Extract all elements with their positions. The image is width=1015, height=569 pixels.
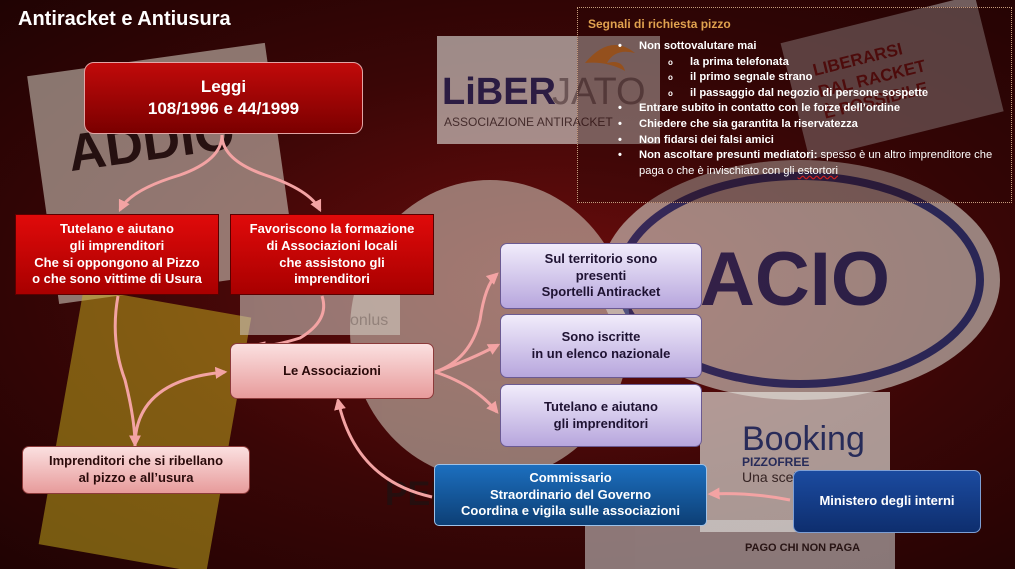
pizzofree-text: PIZZOFREE (742, 455, 809, 469)
scelta-text: Una scelt (742, 469, 800, 485)
yellow-sticker (38, 288, 252, 569)
tip-3: Chiedere che sia garantita la riservatez… (588, 117, 1001, 133)
booking-text: Booking (742, 420, 865, 458)
arrow-leggi-to-favoriscono (220, 134, 322, 213)
tutelano2-box: Tutelano e aiutano gli imprenditori (500, 384, 702, 447)
associazioni-box: Le Associazioni (230, 343, 434, 399)
leggi-box: Leggi 108/1996 e 44/1999 (84, 62, 363, 134)
arrow-leggi-to-tutelano (118, 134, 224, 213)
arrow-tutelano-to-imprenditori (113, 295, 141, 448)
tip-5: Non ascoltare presunti mediatori: spesso… (588, 148, 1001, 179)
slide-title: Antiracket e Antiusura (18, 8, 231, 30)
arrow-associazioni-to-sportelli (434, 272, 499, 374)
imprenditori-ribellano-box: Imprenditori che si ribellano al pizzo e… (22, 446, 250, 494)
tutelano-imprenditori-box: Tutelano e aiutano gli imprenditori Che … (15, 214, 219, 295)
tip-2: Entrare subito in contatto con le forze … (588, 101, 1001, 117)
acio-text: ACIO (700, 237, 890, 322)
ministero-box: Ministero degli interni (793, 470, 981, 533)
tip-1-sub-2: il primo segnale strano (588, 70, 1001, 86)
arrow-imprenditori-to-associazioni (133, 366, 228, 447)
tips-list: Non sottovalutare mai la prima telefonat… (588, 39, 1001, 179)
pago-text: PAGO CHI NON PAGA (745, 542, 860, 554)
tip-1-sub-3: il passaggio dal negozio di persone sosp… (588, 86, 1001, 102)
arrow-commissario-to-associazioni (334, 397, 433, 499)
liberjato-text-a: LiBER (442, 71, 556, 113)
tip-1-sub-1: la prima telefonata (588, 55, 1001, 71)
favoriscono-box: Favoriscono la formazione di Associazion… (230, 214, 434, 295)
sportelli-box: Sul territorio sono presenti Sportelli A… (500, 243, 702, 309)
tip-4: Non fidarsi dei falsi amici (588, 133, 1001, 149)
arrow-ministero-to-commissario (707, 487, 791, 502)
notes-panel: Segnali di richiesta pizzo Non sottovalu… (577, 7, 1012, 203)
arrow-associazioni-to-iscritte (434, 343, 501, 374)
notes-title: Segnali di richiesta pizzo (588, 17, 731, 31)
commissario-box: Commissario Straordinario del Governo Co… (434, 464, 707, 526)
arrow-associazioni-to-tutelano2 (434, 370, 499, 414)
tip-1: Non sottovalutare mai (588, 39, 1001, 55)
arrow-favoriscono-to-associazioni (252, 295, 326, 353)
liberjato-subtitle: ASSOCIAZIONE ANTIRACKET (444, 115, 613, 129)
iscritte-box: Sono iscritte in un elenco nazionale (500, 314, 702, 378)
tip-5-tail: estortori (797, 164, 839, 177)
tip-5-bold: Non ascoltare presunti mediatori: (639, 149, 818, 162)
tip-5-rest: spesso è un altro imprenditore che paga … (639, 149, 993, 177)
